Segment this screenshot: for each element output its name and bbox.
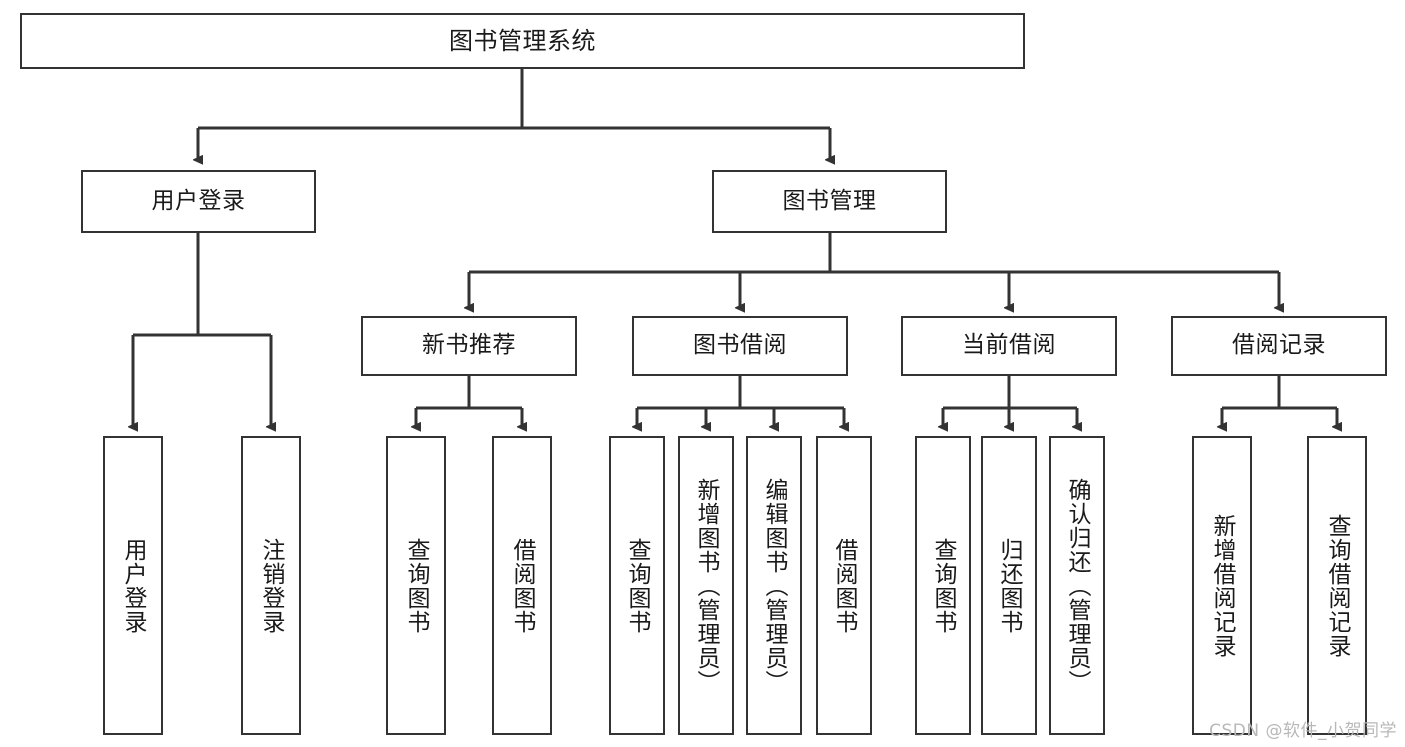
node-leaf-user-login[interactable]: 用户登录: [103, 436, 163, 735]
node-leaf-edit-book[interactable]: 编辑图书（管理员）: [746, 436, 802, 735]
node-label: 用户登录: [151, 187, 246, 214]
node-label: 新增借阅记录: [1209, 513, 1236, 658]
node-label: 归还图书: [996, 537, 1023, 634]
node-book-borrow[interactable]: 图书借阅: [632, 316, 848, 376]
node-label: 当前借阅: [962, 332, 1056, 359]
node-label: 查询图书: [403, 537, 430, 634]
node-leaf-confirm-return[interactable]: 确认归还（管理员）: [1049, 436, 1105, 735]
node-label: 图书管理: [782, 187, 877, 214]
node-label: 图书借阅: [693, 332, 787, 359]
node-label: 编辑图书（管理员）: [761, 477, 788, 694]
node-label: 借阅记录: [1232, 332, 1326, 359]
node-label: 图书管理系统: [449, 26, 596, 55]
node-label: 借阅图书: [831, 537, 858, 634]
node-leaf-add-borrow-record[interactable]: 新增借阅记录: [1192, 436, 1252, 735]
node-book-management[interactable]: 图书管理: [712, 170, 947, 233]
node-label: 确认归还（管理员）: [1064, 477, 1091, 694]
node-leaf-return-book[interactable]: 归还图书: [981, 436, 1037, 735]
node-borrow-record[interactable]: 借阅记录: [1171, 316, 1387, 376]
node-leaf-query-book-3[interactable]: 查询图书: [915, 436, 971, 735]
node-label: 借阅图书: [509, 537, 536, 634]
node-leaf-query-book-1[interactable]: 查询图书: [386, 436, 446, 735]
node-label: 用户登录: [120, 537, 147, 634]
node-leaf-borrow-book-1[interactable]: 借阅图书: [492, 436, 552, 735]
node-label: 查询借阅记录: [1324, 513, 1351, 658]
node-leaf-query-book-2[interactable]: 查询图书: [609, 436, 665, 735]
node-label: 注销登录: [258, 537, 285, 634]
node-label: 查询图书: [624, 537, 651, 634]
node-new-book-recommend[interactable]: 新书推荐: [361, 316, 577, 376]
node-leaf-user-logout[interactable]: 注销登录: [241, 436, 301, 735]
node-current-borrow[interactable]: 当前借阅: [901, 316, 1117, 376]
node-label: 新增图书（管理员）: [693, 477, 720, 694]
node-label: 新书推荐: [422, 332, 516, 359]
node-leaf-borrow-book-2[interactable]: 借阅图书: [816, 436, 872, 735]
node-user-login[interactable]: 用户登录: [81, 170, 316, 233]
node-label: 查询图书: [930, 537, 957, 634]
node-leaf-add-book[interactable]: 新增图书（管理员）: [678, 436, 734, 735]
node-leaf-query-borrow-record[interactable]: 查询借阅记录: [1307, 436, 1367, 735]
watermark-text: CSDN @软件_小贺同学: [1209, 721, 1397, 741]
node-book-management-system[interactable]: 图书管理系统: [20, 13, 1025, 69]
